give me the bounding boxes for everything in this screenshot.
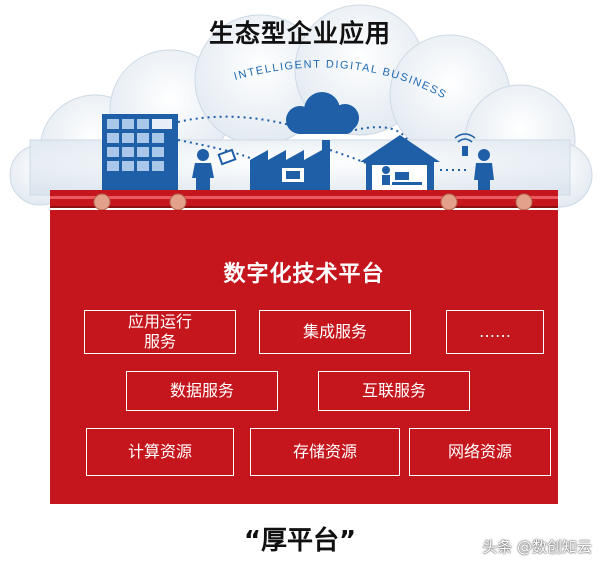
service-label: 数据服务 — [169, 381, 234, 400]
service-more: …… — [446, 310, 544, 354]
service-label: 计算资源 — [127, 442, 192, 461]
service-integration: 集成服务 — [259, 310, 411, 354]
resource-storage: 存储资源 — [250, 428, 400, 476]
mobile-user-icon — [454, 133, 494, 192]
ecosystem-cloud-illustration: INTELLIGENT DIGITAL BUSINESS — [9, 4, 593, 208]
cloud-icon — [286, 92, 359, 134]
service-label: 存储资源 — [292, 442, 357, 461]
service-label: …… — [479, 322, 511, 341]
connection-lines — [177, 115, 470, 171]
thick-platform-caption: “厚平台” — [243, 526, 357, 556]
platform-top-highlight — [50, 196, 558, 199]
watermark: 头条 @数创知云 — [482, 538, 592, 556]
resource-network: 网络资源 — [409, 428, 551, 476]
service-label: 互联服务 — [361, 381, 426, 400]
house-office-icon — [360, 135, 440, 192]
person-icon — [192, 148, 237, 192]
service-label: 集成服务 — [302, 322, 367, 341]
resource-compute: 计算资源 — [86, 428, 234, 476]
platform-title: 数字化技术平台 — [223, 262, 385, 287]
service-data: 数据服务 — [126, 371, 278, 411]
service-interconnect: 互联服务 — [318, 371, 470, 411]
factory-icon — [250, 140, 330, 192]
service-app-runtime: 应用运行 服务 — [84, 310, 236, 354]
building-icon — [102, 114, 178, 192]
ecosystem-title: 生态型企业应用 — [208, 19, 391, 48]
digital-tech-platform: 数字化技术平台 应用运行 服务 集成服务 …… 数据服务 互联服务 计算资源 存… — [50, 210, 558, 504]
service-label: 应用运行 服务 — [127, 312, 192, 351]
service-label: 网络资源 — [447, 442, 512, 461]
